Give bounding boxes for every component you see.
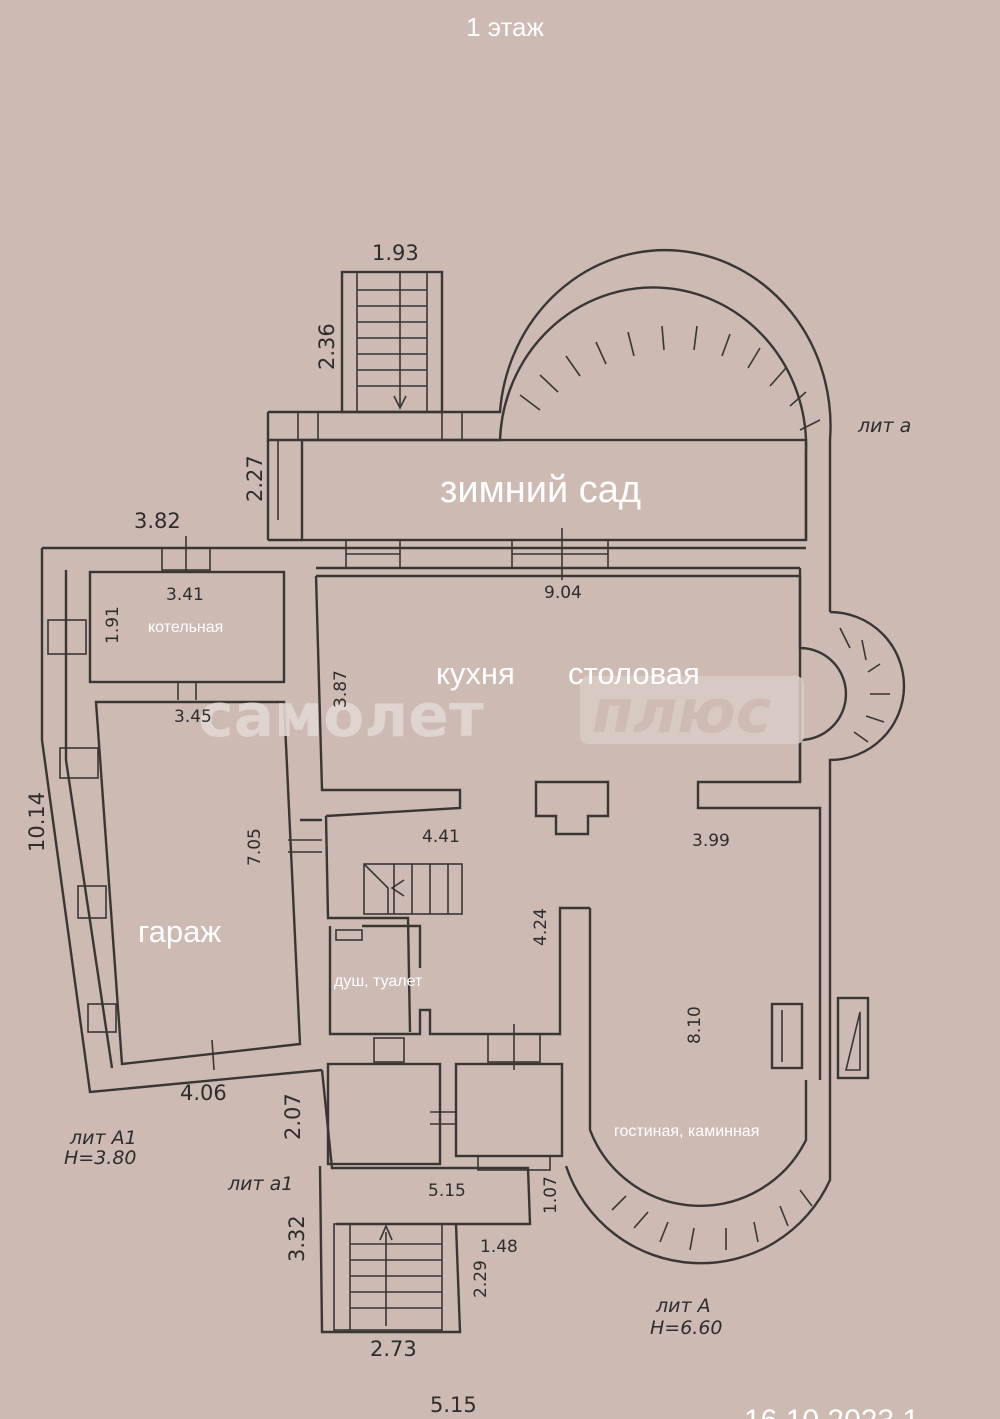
dim-vestibule-width: 5.15 bbox=[428, 1181, 466, 1201]
dim-garage-length: 7.05 bbox=[245, 828, 265, 866]
stair-arrow-icon bbox=[390, 879, 405, 897]
kitchen-dining-room bbox=[316, 574, 822, 1080]
dim-footer: 5.15 bbox=[430, 1393, 477, 1417]
windows bbox=[47, 528, 609, 1033]
dim-hall-length: 4.24 bbox=[531, 908, 551, 946]
room-label-living: гостиная, каминная bbox=[614, 1123, 759, 1140]
fireplace bbox=[770, 1002, 804, 1070]
room-label-bathroom: душ, туалет bbox=[334, 973, 423, 990]
watermark-brand: самолет bbox=[198, 681, 484, 751]
label-height-a: Н=6.60 bbox=[650, 1317, 723, 1339]
room-label-garage: гараж bbox=[138, 914, 221, 949]
dim-garden-side: 2.27 bbox=[243, 455, 267, 502]
page-title: 1 этаж bbox=[466, 12, 544, 42]
date-stamp: 16.10.2023 1 bbox=[744, 1404, 919, 1419]
dim-kitchen-width: 9.04 bbox=[544, 583, 582, 603]
bottom-stair bbox=[333, 1223, 443, 1331]
dim-boiler-width: 3.41 bbox=[166, 585, 204, 605]
dim-stair-bottom-side: 2.29 bbox=[471, 1260, 491, 1298]
dim-stair-bottom-width: 2.73 bbox=[370, 1337, 417, 1361]
vestibule bbox=[320, 1069, 532, 1226]
garage-room bbox=[94, 700, 302, 1066]
room-label-winter-garden: зимний сад bbox=[440, 469, 641, 511]
dim-stair-bottom-length: 3.32 bbox=[285, 1215, 309, 1262]
label-lit-a-small: лит а bbox=[857, 415, 911, 437]
watermark-suffix: плюс bbox=[592, 677, 771, 747]
watermark: самолет плюс bbox=[198, 676, 804, 751]
room-label-dining: столовая bbox=[568, 656, 700, 691]
dim-garage-top: 3.45 bbox=[174, 707, 212, 727]
dim-boiler-length: 1.91 bbox=[103, 606, 123, 644]
living-room bbox=[588, 908, 808, 1207]
dim-stair-top-width: 1.93 bbox=[372, 241, 419, 265]
dim-lower-side: 2.07 bbox=[281, 1093, 305, 1140]
stair-arrow-up-icon bbox=[379, 1223, 393, 1241]
top-stair bbox=[340, 270, 444, 414]
winter-garden-block bbox=[266, 248, 832, 612]
label-lit-a1-big: лит А1 bbox=[69, 1127, 137, 1149]
chimney bbox=[534, 780, 610, 836]
storage-room-left bbox=[326, 1062, 442, 1166]
dim-left-wing-width: 3.82 bbox=[134, 509, 181, 533]
dim-living-length: 8.10 bbox=[685, 1006, 705, 1044]
dim-garage-bottom: 4.06 bbox=[180, 1081, 227, 1105]
fireplace-outer bbox=[836, 996, 870, 1080]
dim-living-width: 3.99 bbox=[692, 831, 730, 851]
stair-arrow-down-icon bbox=[393, 395, 407, 410]
dim-vestibule-length: 1.07 bbox=[541, 1176, 561, 1214]
dim-kitchen-length: 3.87 bbox=[331, 670, 351, 708]
dim-stair-top-length: 2.36 bbox=[315, 323, 339, 370]
dim-total-length: 10.14 bbox=[25, 792, 49, 852]
boiler-room bbox=[88, 570, 286, 684]
dim-hall-width: 4.41 bbox=[422, 827, 460, 847]
bathroom-room bbox=[328, 906, 590, 1036]
label-lit-a1-small: лит а1 bbox=[227, 1173, 293, 1195]
label-height-a1: Н=3.80 bbox=[64, 1147, 137, 1169]
room-label-boiler: котельная bbox=[148, 619, 223, 636]
room-label-kitchen: кухня bbox=[436, 656, 515, 691]
dim-stair-bottom-small: 1.48 bbox=[480, 1237, 518, 1257]
hall-block bbox=[300, 815, 463, 1033]
label-lit-a-big: лит А bbox=[655, 1295, 711, 1317]
storage-room-right bbox=[454, 1062, 564, 1158]
